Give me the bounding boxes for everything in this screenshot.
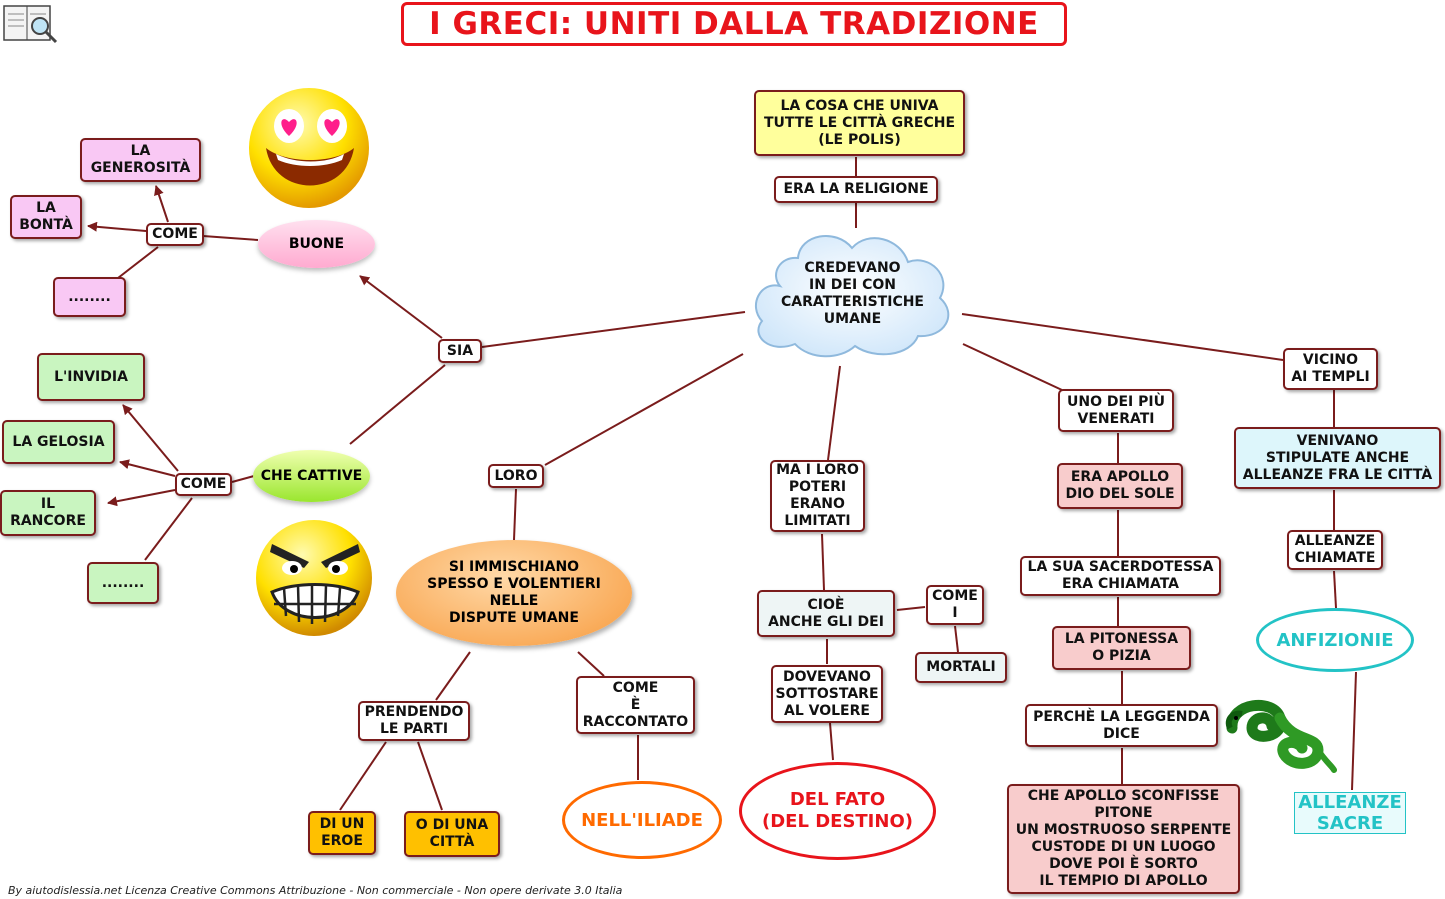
node-credevano: CREDEVANO IN DEI CON CARATTERISTICHE UMA… [780,259,924,327]
node-sia: SIA [438,339,482,363]
node-cioe: CIOÈ ANCHE GLI DEI [757,590,895,637]
node-gelosia: LA GELOSIA [2,420,115,464]
node-leggenda: PERCHÈ LA LEGGENDA DICE [1025,704,1218,747]
node-generosita: LA GENEROSITÀ [80,138,201,182]
node-pitonessa: LA PITONESSA O PIZIA [1052,626,1191,670]
node-era-religione: ERA LA RELIGIONE [774,176,938,203]
snake-icon [1222,692,1337,774]
node-alleanze-chiamate: ALLEANZE CHIAMATE [1287,530,1383,570]
node-citta: O DI UNA CITTÀ [404,811,500,857]
node-prendendo: PRENDENDO LE PARTI [358,701,470,741]
node-alleanze-sacre: ALLEANZE SACRE [1294,792,1406,834]
node-come-raccontato: COME È RACCONTATO [576,676,695,734]
node-loro: LORO [488,464,544,488]
node-come-i: COME I [926,585,984,625]
node-apollo: ERA APOLLO DIO DEL SOLE [1057,463,1183,509]
node-anfizionie: ANFIZIONIE [1256,608,1414,672]
node-buone: BUONE [258,220,375,268]
node-fato: DEL FATO (DEL DESTINO) [739,762,936,860]
book-logo-icon [2,2,60,44]
node-immischiano: SI IMMISCHIANO SPESSO E VOLENTIERI NELLE… [396,540,632,646]
node-eroe: DI UN EROE [308,811,376,855]
node-iliade: NELL'ILIADE [562,781,722,859]
node-cosa-univa: LA COSA CHE UNIVA TUTTE LE CITTÀ GRECHE … [754,90,965,156]
node-dots-green: ........ [87,562,159,604]
license-credit: By aiutodislessia.net Licenza Creative C… [8,884,623,897]
page-title: I GRECI: UNITI DALLA TRADIZIONE [401,2,1067,46]
node-cattive: CHE CATTIVE [253,450,370,502]
node-invidia: L'INVIDIA [37,353,145,401]
angry-face-icon [254,516,376,640]
node-bonta: LA BONTÀ [10,195,82,239]
node-come-buone: COME [146,223,204,246]
node-dots-pink: ........ [53,277,126,317]
node-sacerdotessa: LA SUA SACERDOTESSA ERA CHIAMATA [1020,556,1221,596]
smiley-heart-eyes-icon [246,86,376,214]
node-mortali: MORTALI [915,652,1007,683]
node-sconfisse: CHE APOLLO SCONFISSE PITONE UN MOSTRUOSO… [1007,784,1240,894]
node-venerati: UNO DEI PIÙ VENERATI [1058,389,1174,432]
node-rancore: IL RANCORE [0,490,96,536]
node-dovevano: DOVEVANO SOTTOSTARE AL VOLERE [771,665,883,723]
node-credevano-cloud: CREDEVANO IN DEI CON CARATTERISTICHE UMA… [740,226,965,361]
node-stipulate: VENIVANO STIPULATE ANCHE ALLEANZE FRA LE… [1234,427,1441,489]
node-poteri: MA I LORO POTERI ERANO LIMITATI [770,460,865,532]
node-vicino: VICINO AI TEMPLI [1283,348,1378,390]
node-come-cattive: COME [175,473,232,496]
